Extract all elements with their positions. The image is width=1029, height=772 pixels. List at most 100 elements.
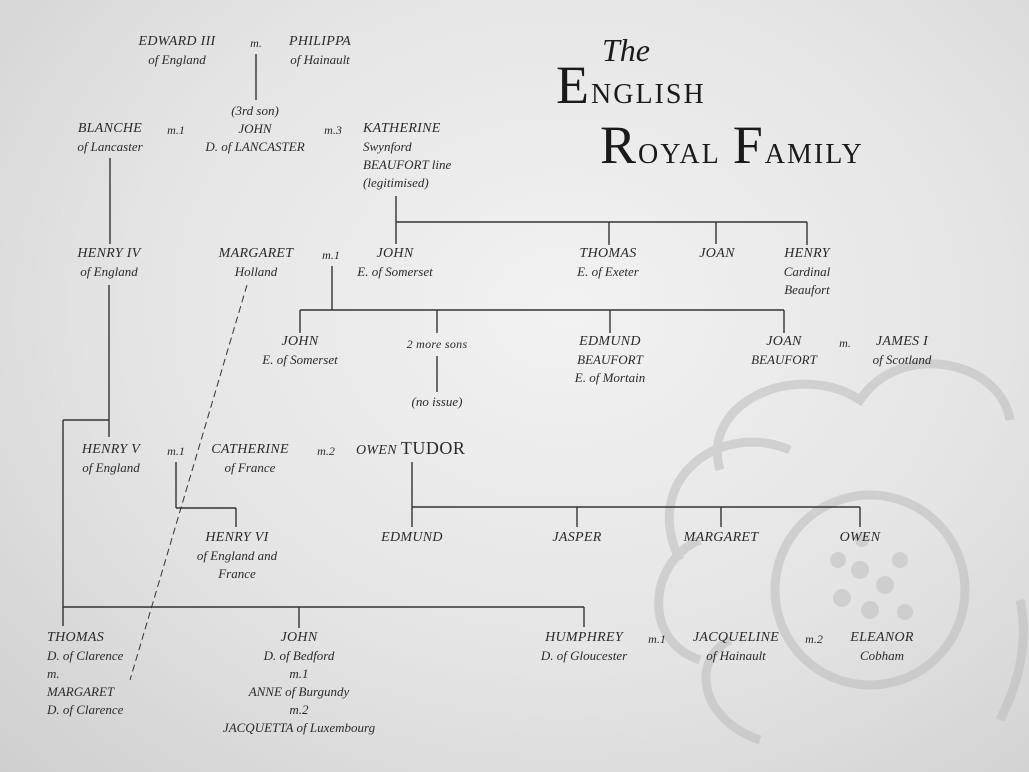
- person-jacqueline: JACQUELINE of Hainault: [693, 629, 779, 665]
- person-owen: OWEN: [840, 529, 881, 547]
- person-detail: m.: [47, 666, 60, 681]
- person-detail: E. of Somerset: [357, 264, 433, 279]
- person-detail: of England: [80, 264, 138, 279]
- owen-tudor-surname: TUDOR: [400, 438, 466, 458]
- marriage-label: m.1: [167, 123, 185, 137]
- line-margaret-dashed: [129, 284, 248, 681]
- person-detail: of Hainault: [290, 52, 350, 67]
- person-detail: of Lancaster: [77, 139, 143, 154]
- no-issue-note: (no issue): [412, 393, 463, 411]
- person-name: EDMUND: [381, 530, 443, 545]
- marriage-label: m.: [839, 336, 851, 350]
- person-name: OWEN: [839, 530, 881, 545]
- person-margaret-holland: MARGARET Holland: [219, 245, 294, 281]
- person-margaret-tudor: MARGARET: [684, 529, 759, 547]
- person-name: PHILIPPA: [288, 34, 352, 49]
- person-detail: BEAUFORT: [577, 352, 643, 367]
- person-name: BLANCHE: [77, 121, 143, 136]
- person-detail: m.2: [289, 702, 309, 717]
- person-name: KATHERINE: [363, 121, 441, 136]
- person-blanche: BLANCHE of Lancaster: [77, 120, 142, 156]
- marriage-label: m.1: [167, 444, 185, 458]
- person-detail: Beaufort: [784, 282, 830, 297]
- person-name: MARGARET: [218, 246, 294, 261]
- person-detail: France: [218, 566, 256, 581]
- person-detail: JACQUETTA of Luxembourg: [222, 720, 376, 735]
- title-the: The: [602, 32, 650, 68]
- person-detail: D. of Gloucester: [540, 648, 628, 663]
- person-joan: JOAN: [699, 245, 734, 263]
- marriage-label: m.: [250, 36, 262, 50]
- person-john-somerset-2: JOHN E. of Somerset: [262, 333, 337, 369]
- person-detail: E. of Somerset: [262, 352, 338, 367]
- person-james-i: JAMES I of Scotland: [873, 333, 932, 369]
- person-name: (no issue): [411, 394, 463, 409]
- person-name: HUMPHREY: [545, 630, 623, 645]
- person-henry-v: HENRY V of England: [82, 441, 140, 477]
- marriage-label: m.3: [324, 123, 342, 137]
- person-detail: Swynford: [363, 139, 412, 154]
- person-detail: MARGARET: [47, 684, 115, 699]
- person-name: JAMES I: [875, 334, 929, 349]
- person-name: ELEANOR: [850, 630, 914, 645]
- person-john-somerset: JOHN E. of Somerset: [357, 245, 432, 281]
- person-name: JOAN: [766, 334, 802, 349]
- person-name: JACQUELINE: [692, 630, 780, 645]
- marriage-label: m.1: [322, 248, 340, 262]
- person-name: HENRY: [784, 246, 830, 261]
- person-detail: D. of Clarence: [47, 648, 124, 663]
- person-name: (3rd son): [231, 103, 279, 118]
- person-thomas-clarence: THOMAS D. of Clarence m. MARGARET D. of Clar…: [47, 629, 123, 719]
- person-detail: of England: [82, 460, 140, 475]
- person-name: THOMAS: [579, 246, 637, 261]
- person-detail: (legitimised): [363, 175, 429, 190]
- person-detail: of Hainault: [706, 648, 766, 663]
- person-name: HENRY IV: [77, 246, 141, 261]
- person-detail: D. of LANCASTER: [205, 139, 305, 154]
- person-detail: D. of Bedford: [263, 648, 335, 663]
- person-philippa: PHILIPPA of Hainault: [289, 33, 351, 69]
- person-name: JOAN: [699, 246, 735, 261]
- person-name: EDMUND: [579, 334, 641, 349]
- person-jasper: JASPER: [552, 529, 601, 547]
- person-name: HENRY VI: [205, 530, 269, 545]
- person-detail: of Scotland: [872, 352, 932, 367]
- person-edmund-beaufort: EDMUND BEAUFORT E. of Mortain: [575, 333, 645, 387]
- person-detail: ANNE of Burgundy: [248, 684, 350, 699]
- person-name: HENRY V: [81, 442, 141, 457]
- marriage-label: m.2: [805, 632, 823, 646]
- person-detail: of England: [148, 52, 206, 67]
- more-sons-note: 2 more sons: [407, 335, 468, 353]
- person-henry-iv: HENRY IV of England: [77, 245, 140, 281]
- person-name: THOMAS: [47, 630, 105, 645]
- person-name: MARGARET: [683, 530, 759, 545]
- person-name: JOHN: [376, 246, 414, 261]
- title-line-1: English: [556, 55, 706, 115]
- person-detail: E. of Exeter: [577, 264, 639, 279]
- person-thomas-exeter: THOMAS E. of Exeter: [577, 245, 639, 281]
- person-owen-tudor: OWEN TUDOR: [356, 439, 465, 460]
- person-detail: m.1: [289, 666, 309, 681]
- person-name: JASPER: [552, 530, 602, 545]
- person-edmund-tudor: EDMUND: [381, 529, 443, 547]
- marriage-label: m.2: [317, 444, 335, 458]
- owen-tudor-first: OWEN: [356, 443, 397, 458]
- person-detail: E. of Mortain: [574, 370, 646, 385]
- person-detail: of England and: [196, 548, 278, 563]
- person-name: JOHN: [280, 630, 318, 645]
- person-detail: Holland: [234, 264, 278, 279]
- marriage-label: m.1: [648, 632, 666, 646]
- person-name: JOHN: [281, 334, 319, 349]
- person-detail: D. of Clarence: [47, 702, 124, 717]
